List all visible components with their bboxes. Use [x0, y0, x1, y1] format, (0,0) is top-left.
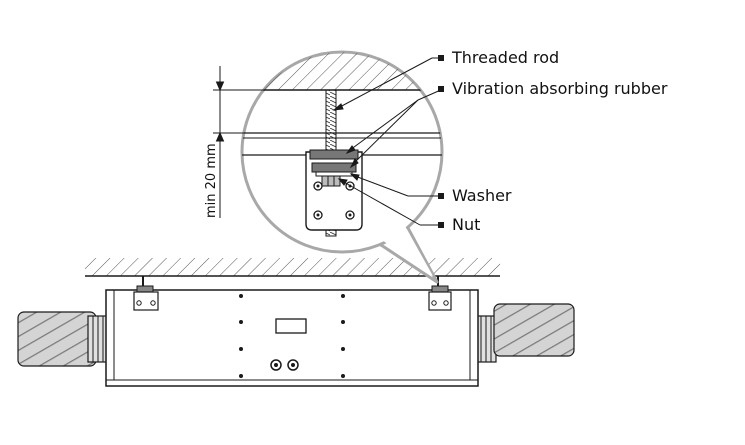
unit-screws	[239, 294, 345, 378]
label-washer: Washer	[452, 186, 512, 205]
min-distance-label: min 20 mm	[204, 143, 219, 218]
right-duct	[475, 303, 575, 363]
unit-display-window	[275, 318, 307, 334]
label-vibration-absorbing-rubber: Vibration absorbing rubber	[452, 79, 668, 98]
detail-nut	[321, 175, 341, 187]
ventilation-unit	[105, 289, 479, 387]
detail-washer	[315, 171, 353, 177]
left-hanger-bracket	[133, 276, 159, 311]
ceiling-slab	[85, 258, 500, 277]
right-hanger-bracket	[428, 276, 452, 311]
left-duct	[17, 311, 109, 367]
leader-lines	[332, 55, 444, 228]
min-distance-dimension	[213, 66, 330, 218]
detail-ceiling	[242, 52, 442, 91]
label-nut: Nut	[452, 215, 480, 234]
label-threaded-rod: Threaded rod	[451, 48, 559, 67]
unit-connectors	[270, 359, 299, 371]
